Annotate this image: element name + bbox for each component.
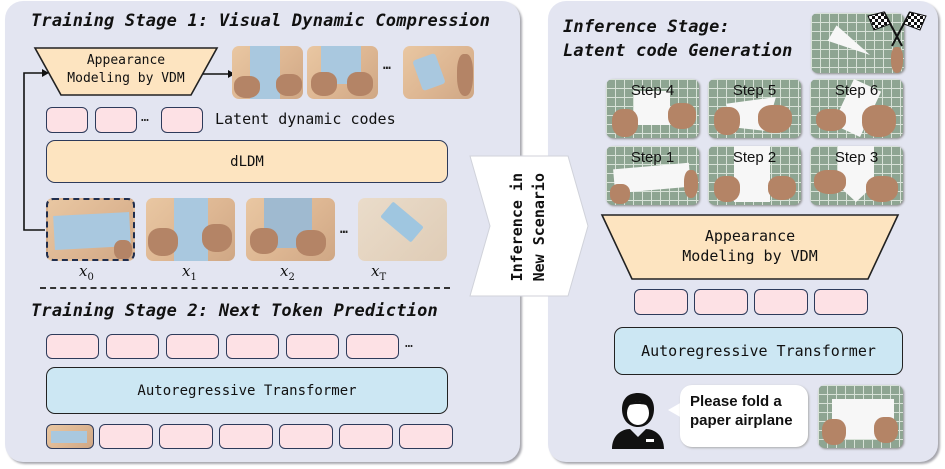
step-frame-3: Step 3 — [810, 146, 903, 205]
inference-stage-title: Inference Stage: Latent code Generation — [563, 15, 793, 63]
vdm-label-inference: Appearance Modeling by VDM — [600, 226, 900, 266]
input-frame-xT — [358, 198, 447, 261]
dldm-block: dLDM — [46, 140, 448, 183]
output-token — [226, 334, 279, 359]
inference-transition-arrow — [469, 155, 589, 297]
vdm-label-stage1: Appearance Modeling by VDM — [33, 52, 219, 88]
input-frame-x1 — [146, 198, 235, 261]
autoregressive-transformer-training: Autoregressive Transformer — [46, 367, 448, 414]
latent-code-token — [95, 107, 137, 133]
autoregressive-transformer-inference: Autoregressive Transformer — [614, 327, 903, 375]
step-frame-5: Step 5 — [708, 79, 801, 138]
latent-codes-ellipsis: … — [141, 110, 149, 125]
inference-title-line2: Latent code Generation — [563, 41, 793, 61]
vdm-label-line2: Modeling by VDM — [682, 247, 818, 265]
output-token — [286, 334, 339, 359]
stage-divider — [40, 287, 450, 289]
frame-label-x2: x2 — [280, 262, 295, 283]
step-frame-2: Step 2 — [708, 146, 801, 205]
step-label: Step 3 — [834, 149, 879, 166]
user-icon — [612, 393, 664, 449]
dldm-label: dLDM — [230, 153, 264, 170]
transition-line2: New Scenario — [530, 172, 548, 282]
training-stage-1-title: Training Stage 1: Visual Dynamic Compres… — [31, 11, 491, 31]
decoded-frame-1 — [232, 46, 303, 99]
input-token — [159, 424, 213, 449]
feedback-arrow — [23, 69, 235, 231]
step-label: Step 5 — [732, 82, 777, 99]
input-token — [339, 424, 393, 449]
latent-codes-label: Latent dynamic codes — [215, 110, 396, 128]
latent-code-token — [46, 107, 88, 133]
step-label: Step 4 — [630, 82, 675, 99]
prompt-line1: Please fold a — [690, 393, 782, 410]
transition-label: Inference in New Scenario — [498, 168, 558, 286]
decoded-frame-2 — [307, 46, 378, 99]
user-prompt-bubble: Please fold a paper airplane — [680, 385, 808, 447]
step-frame-6: Step 6 — [810, 79, 903, 138]
inference-title-line1: Inference Stage: — [563, 17, 730, 37]
input-frames-ellipsis: … — [340, 222, 348, 237]
frame-label-x0: x0 — [79, 262, 94, 283]
input-token — [399, 424, 453, 449]
output-token — [46, 334, 99, 359]
input-frame-x0 — [46, 198, 135, 261]
output-token — [166, 334, 219, 359]
initial-frame — [818, 385, 903, 448]
vdm-encoder-shape — [33, 47, 219, 96]
input-image-token — [46, 424, 94, 449]
latent-code-token — [161, 107, 203, 133]
output-token — [346, 334, 399, 359]
vdm-decoder-shape — [600, 214, 900, 280]
frames-ellipsis: … — [383, 58, 391, 73]
speech-bubble-tail — [668, 402, 682, 418]
input-token — [279, 424, 333, 449]
generated-token — [814, 289, 868, 315]
vdm-label-line1: Appearance — [86, 53, 166, 68]
training-stage-2-title: Training Stage 2: Next Token Prediction — [31, 301, 438, 321]
generated-token — [634, 289, 688, 315]
step-label: Step 6 — [834, 82, 879, 99]
frame-label-xT: xT — [371, 262, 387, 283]
step-frame-4: Step 4 — [606, 79, 699, 138]
step-frame-1: Step 1 — [606, 146, 699, 205]
step-label: Step 1 — [630, 149, 675, 166]
input-token — [99, 424, 153, 449]
output-token — [106, 334, 159, 359]
checkered-flags-icon — [867, 11, 927, 47]
step-label: Step 2 — [732, 149, 777, 166]
transformer-label: Autoregressive Transformer — [641, 342, 876, 360]
transformer-label: Autoregressive Transformer — [137, 382, 357, 399]
output-tokens-ellipsis: … — [405, 336, 413, 351]
input-frame-x2 — [246, 198, 335, 261]
frame-label-x1: x1 — [182, 262, 197, 283]
vdm-label-line1: Appearance — [704, 227, 796, 245]
input-token — [219, 424, 273, 449]
vdm-label-line2: Modeling by VDM — [67, 71, 185, 86]
transition-line1: Inference in — [508, 172, 526, 282]
generated-token — [754, 289, 808, 315]
decoded-frame-final — [403, 46, 474, 99]
prompt-line2: paper airplane — [690, 412, 793, 429]
generated-token — [694, 289, 748, 315]
